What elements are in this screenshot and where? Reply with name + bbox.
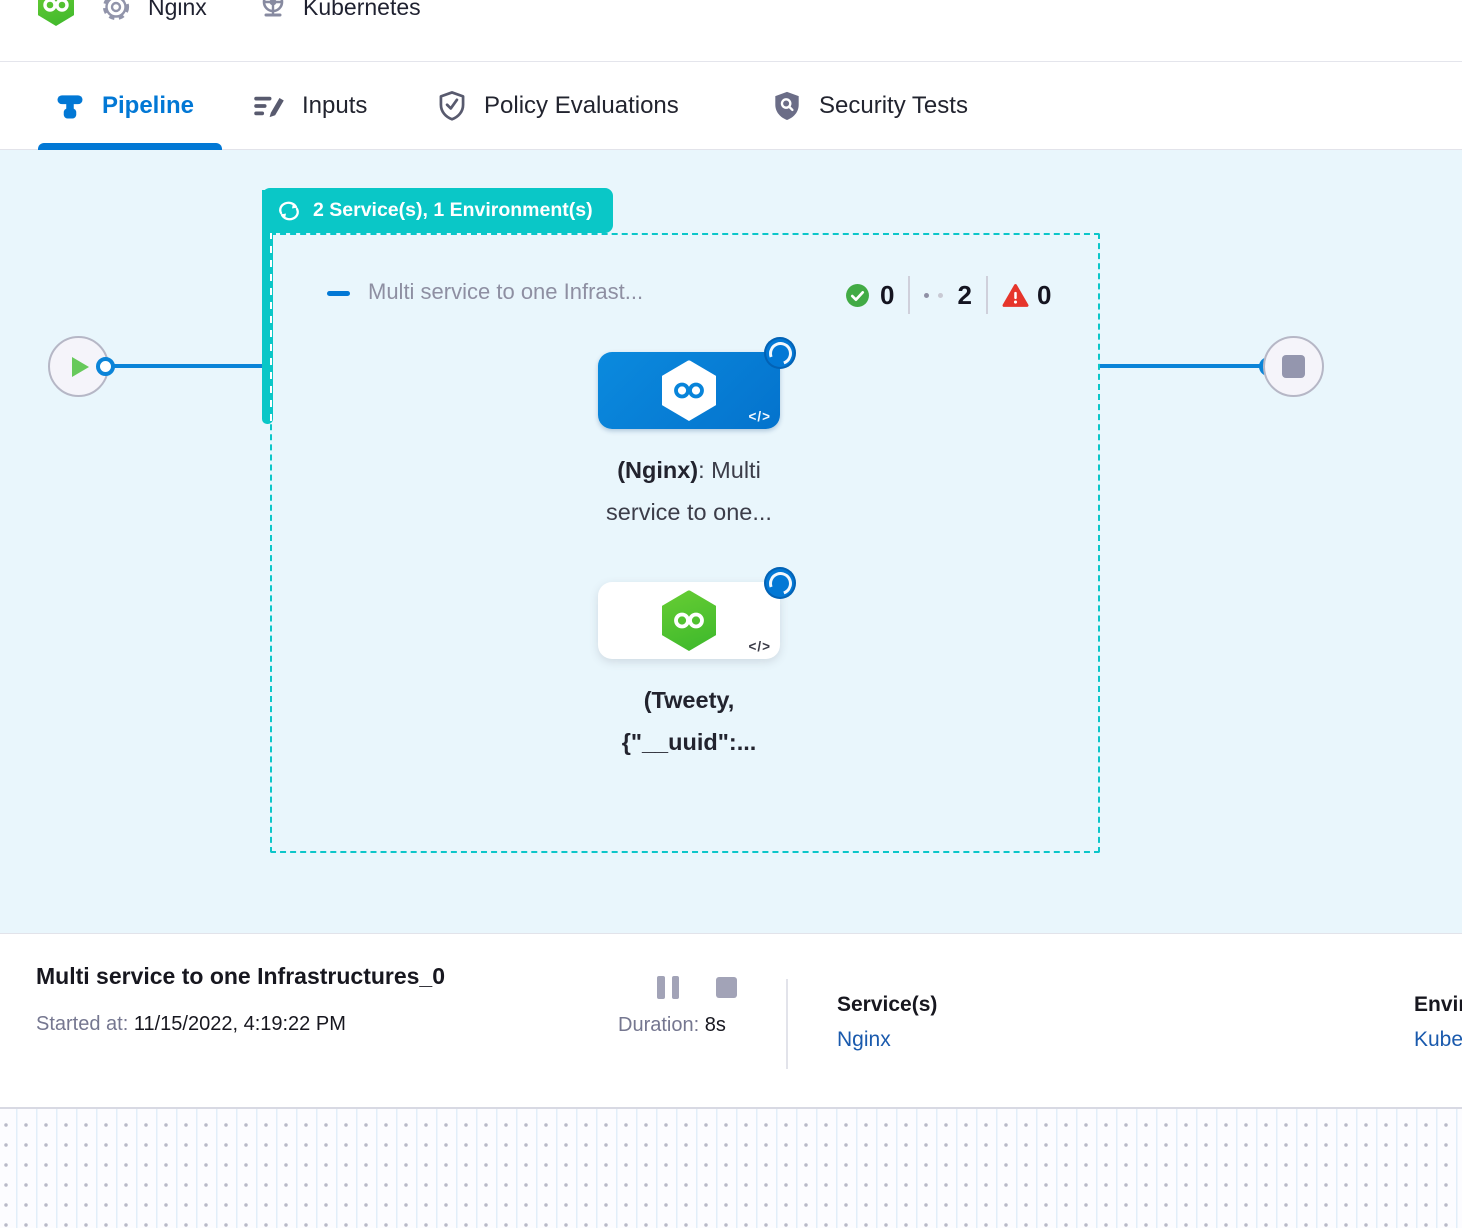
- running-dots-icon: [924, 292, 944, 298]
- stage-node-tweety-label[interactable]: (Tweety, {"__uuid":...: [479, 679, 899, 763]
- infinity-icon: [43, 0, 69, 12]
- stop-square-icon: [1282, 355, 1305, 378]
- stage-group-badge-label: 2 Service(s), 1 Environment(s): [313, 199, 593, 221]
- harness-stage-icon: [662, 590, 716, 651]
- tab-bar: Pipeline Inputs Policy Evaluations: [0, 62, 1462, 150]
- inputs-icon: [254, 96, 284, 118]
- tab-inputs-label: Inputs: [302, 92, 368, 119]
- execution-graph-canvas[interactable]: [0, 1107, 1462, 1228]
- abort-button[interactable]: [716, 977, 737, 998]
- breadcrumb-header: Nginx Kubernetes: [0, 0, 1462, 62]
- edge-end: [1100, 364, 1268, 368]
- gear-icon: [99, 0, 133, 24]
- services-label: Service(s): [837, 993, 938, 1016]
- success-count: 0: [880, 279, 895, 310]
- running-count: 2: [957, 279, 972, 310]
- play-icon: [72, 356, 89, 377]
- stage-node-tweety-label-bold: (Tweety,: [643, 687, 735, 713]
- stage-group-badge[interactable]: 2 Service(s), 1 Environment(s): [262, 188, 613, 233]
- pipeline-name: Nginx: [148, 0, 207, 20]
- status-divider: [985, 276, 988, 314]
- pipeline-icon: [57, 95, 83, 119]
- services-link[interactable]: Nginx: [837, 1028, 891, 1051]
- stage-group-title[interactable]: Multi service to one Infrast...: [368, 279, 644, 304]
- tab-policy-evaluations[interactable]: Policy Evaluations: [437, 62, 679, 150]
- start-connector-dot: [96, 357, 115, 376]
- environments-link[interactable]: Kubernetes: [1414, 1028, 1462, 1051]
- stage-node-nginx-label-rest: : Multi: [698, 457, 761, 483]
- tab-security-tests-label: Security Tests: [819, 92, 968, 119]
- policy-shield-icon: [439, 91, 465, 121]
- pause-button[interactable]: [657, 976, 679, 999]
- harness-stage-icon: [662, 360, 716, 421]
- stage-status-summary: 0 2 0: [845, 276, 1051, 314]
- stage-group-boundary: [270, 233, 1100, 853]
- security-shield-icon: [775, 91, 799, 121]
- started-at-value: 11/15/2022, 4:19:22 PM: [128, 1013, 346, 1035]
- pipeline-canvas[interactable]: 2 Service(s), 1 Environment(s) Multi ser…: [0, 150, 1462, 933]
- tab-pipeline-label: Pipeline: [102, 92, 195, 119]
- failed-count: 0: [1036, 279, 1052, 310]
- infinity-icon: [674, 382, 704, 399]
- tab-inputs[interactable]: Inputs: [253, 62, 367, 150]
- stage-node-nginx-label-line2: service to one...: [606, 499, 772, 525]
- edge-start: [105, 364, 265, 368]
- stage-node-nginx-label-bold: (Nginx): [617, 457, 699, 483]
- stage-node-tweety[interactable]: </>: [598, 567, 796, 659]
- running-spinner-icon: [764, 567, 796, 599]
- stage-group-accent-bar: [262, 190, 273, 424]
- stage-group-header: Multi service to one Infrast...: [327, 274, 1047, 310]
- started-at-label: Started at:: [36, 1013, 129, 1035]
- running-spinner-icon: [764, 337, 796, 369]
- duration-label: Duration:: [618, 1014, 700, 1036]
- active-tab-indicator: [38, 143, 222, 150]
- code-icon[interactable]: </>: [748, 409, 771, 424]
- loop-icon: [279, 201, 299, 220]
- code-icon[interactable]: </>: [748, 639, 771, 654]
- tab-policy-evaluations-label: Policy Evaluations: [484, 92, 679, 119]
- harness-logo-icon: [38, 0, 74, 26]
- infinity-icon: [674, 612, 704, 629]
- stage-node-tweety-label-line2: {"__uuid":...: [621, 729, 757, 755]
- environment-name: Kubernetes: [303, 0, 421, 20]
- stage-node-nginx-label[interactable]: (Nginx): Multi service to one...: [479, 449, 899, 533]
- collapse-icon[interactable]: [327, 291, 350, 296]
- pipeline-end-node: [1263, 336, 1324, 397]
- environments-label: Environment(s): [1414, 993, 1462, 1016]
- execution-title: Multi service to one Infrastructures_0: [36, 963, 446, 989]
- tab-security-tests[interactable]: Security Tests: [772, 62, 968, 150]
- duration-row: Duration: 8s: [618, 1014, 726, 1037]
- kubernetes-icon: [256, 0, 290, 24]
- status-divider: [908, 276, 911, 314]
- started-at-row: Started at: 11/15/2022, 4:19:22 PM: [36, 1013, 346, 1036]
- failed-warning-icon: [1002, 283, 1029, 307]
- stage-node-nginx[interactable]: </>: [598, 337, 796, 429]
- execution-summary-bar: Multi service to one Infrastructures_0 S…: [0, 933, 1462, 1107]
- success-check-icon: [846, 283, 869, 307]
- duration-value: 8s: [699, 1014, 726, 1036]
- footer-divider: [786, 979, 788, 1069]
- tab-pipeline[interactable]: Pipeline: [55, 62, 194, 150]
